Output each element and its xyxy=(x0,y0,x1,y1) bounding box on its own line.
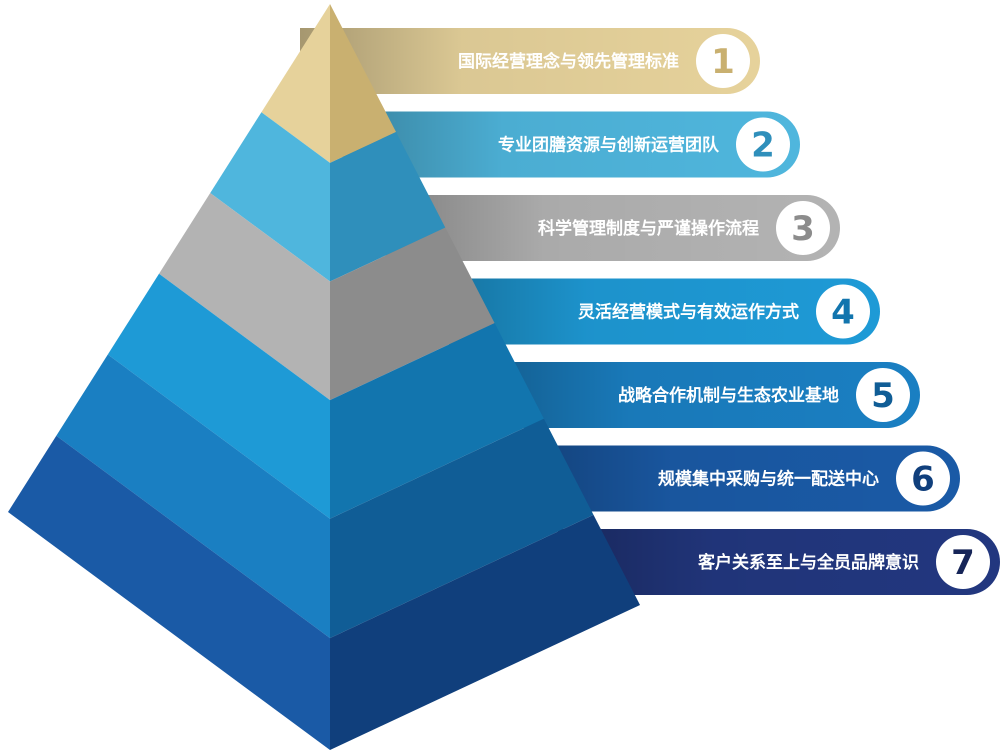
pyramid-band-left-face xyxy=(107,273,330,519)
tier-bar-7: 7 客户关系至上与全员品牌意识 xyxy=(557,529,1000,595)
pyramid-band-5 xyxy=(56,354,594,639)
tier-number: 2 xyxy=(751,126,775,166)
tier-label: 国际经营理念与领先管理标准 xyxy=(458,51,679,72)
tier-number-circle xyxy=(816,284,870,339)
tier-number-circle xyxy=(736,117,790,172)
pyramid-band-1 xyxy=(261,4,397,163)
tier-number: 1 xyxy=(711,42,735,82)
pyramid-band-left-face xyxy=(56,354,331,639)
tier-bar-4: 4 灵活经营模式与有效运作方式 xyxy=(428,278,881,345)
tier-number: 7 xyxy=(951,543,975,583)
tier-number-circle xyxy=(696,34,750,88)
tier-number-circle xyxy=(856,368,910,422)
tier-label: 客户关系至上与全员品牌意识 xyxy=(697,552,919,573)
tier-label: 规模集中采购与统一配送中心 xyxy=(658,469,879,490)
tier-bar-shading xyxy=(342,111,800,178)
tier-label: 战略合作机制与生态农业基地 xyxy=(618,385,839,406)
tier-bar-3: 3 科学管理制度与严谨操作流程 xyxy=(385,195,840,261)
tier-number-circle xyxy=(776,201,830,255)
tier-bars: 1 国际经营理念与领先管理标准 2 专业团膳资源与创新运营团队 3 科学管理制度与严谨操作… xyxy=(300,28,1000,595)
pyramid-band-left-face xyxy=(261,4,330,163)
tier-bar-shading xyxy=(385,195,840,261)
tier-number: 4 xyxy=(831,293,855,333)
tier-bar-shading xyxy=(557,529,1000,595)
pyramid-band-left-face xyxy=(210,112,330,282)
pyramid-band-4 xyxy=(107,273,544,519)
pyramid-band-3 xyxy=(159,192,495,401)
tier-bar-1: 1 国际经营理念与领先管理标准 xyxy=(300,28,760,94)
tier-number: 6 xyxy=(911,460,935,500)
tier-bar-5: 5 战略合作机制与生态农业基地 xyxy=(471,362,920,428)
pyramid-band-left-face xyxy=(8,435,330,750)
pyramid-band-6 xyxy=(8,435,640,750)
pyramid-band-right-face xyxy=(330,227,495,401)
tier-label: 灵活经营模式与有效运作方式 xyxy=(578,302,799,323)
pyramid-band-right-face xyxy=(330,323,544,519)
tier-bar-shading xyxy=(428,278,881,345)
tier-label: 专业团膳资源与创新运营团队 xyxy=(498,135,720,156)
tier-bar-shading xyxy=(471,362,920,428)
tier-bar-shading xyxy=(300,28,760,94)
tier-number: 3 xyxy=(791,209,815,249)
tier-bar-shading xyxy=(514,445,960,512)
tier-bar-2: 2 专业团膳资源与创新运营团队 xyxy=(342,111,800,178)
tier-label: 科学管理制度与严谨操作流程 xyxy=(538,218,759,239)
tier-bar-6: 6 规模集中采购与统一配送中心 xyxy=(514,445,960,512)
pyramid-band-right-face xyxy=(330,514,640,750)
pyramid-band-right-face xyxy=(330,418,594,639)
pyramid-band-right-face xyxy=(330,132,446,282)
tier-number: 5 xyxy=(871,376,895,416)
tier-number-circle xyxy=(896,451,950,506)
tier-number-circle xyxy=(936,535,990,589)
pyramid-band-left-face xyxy=(159,192,330,401)
pyramid-band-right-face xyxy=(330,4,397,163)
pyramid-band-2 xyxy=(210,112,446,282)
pyramid xyxy=(8,4,640,750)
